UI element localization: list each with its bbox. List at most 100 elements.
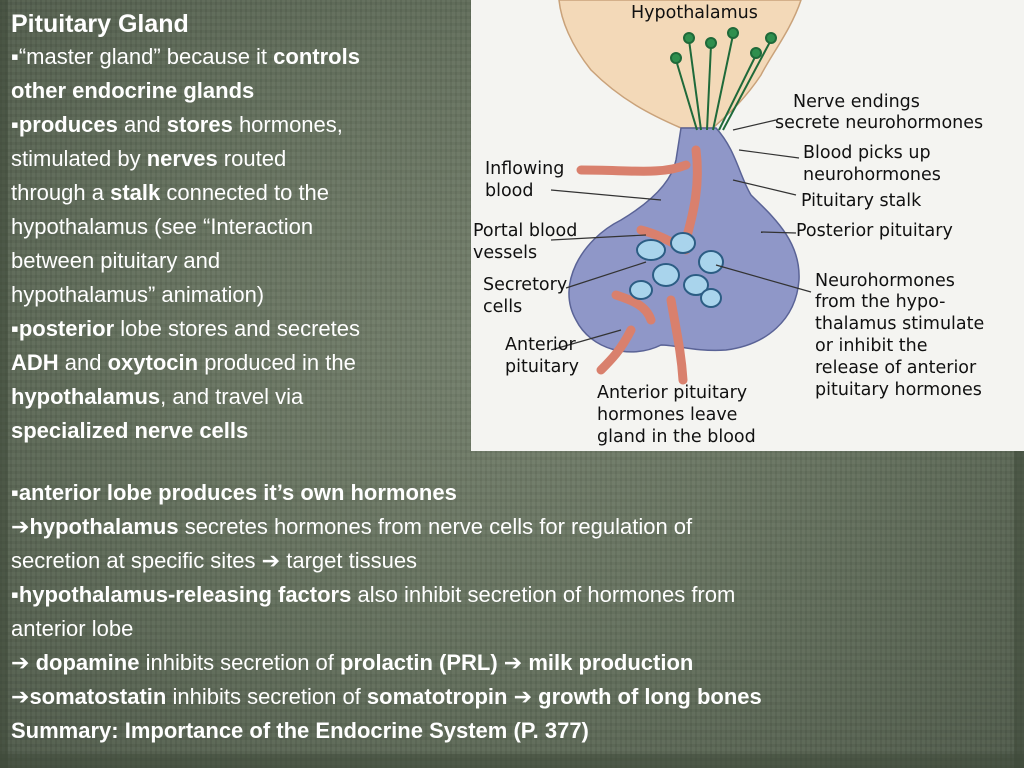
label-hypothalamus: Hypothalamus [631, 3, 758, 23]
text-bold: oxytocin [107, 350, 199, 375]
arrow-icon: ➔ [513, 684, 533, 709]
text-bold: somatostatin [29, 684, 167, 709]
label-inflowing-1: Inflowing [485, 159, 564, 179]
text: secretion at specific sites [11, 548, 262, 573]
arrow-icon: ➔ [261, 548, 281, 573]
text-line: between pituitary and [11, 248, 221, 273]
text-bold: ADH [11, 350, 59, 375]
arrow-hypothalamus: ➔hypothalamus secretes hormones from ner… [11, 510, 1011, 544]
text: and [117, 112, 167, 137]
label-blood-picks-2: neurohormones [803, 165, 941, 185]
label-anterior-2: pituitary [505, 357, 579, 377]
label-nerve-endings-1: Nerve endings [793, 92, 920, 112]
diagram-svg: Hypothalamus Nerve endings secrete neuro… [473, 0, 984, 447]
bullet-posterior: ▪posterior lobe stores and secretes [11, 312, 467, 346]
text-line: ADH and oxytocin produced in the [11, 346, 467, 380]
label-neuro-3: thalamus stimulate [815, 314, 984, 334]
pituitary-diagram: Hypothalamus Nerve endings secrete neuro… [471, 0, 1024, 451]
text: through a [11, 180, 111, 205]
text-bold: stores [166, 112, 233, 137]
text-bold: growth of long bones [532, 684, 762, 709]
bullet-releasing-factors: ▪hypothalamus-releasing factors also inh… [11, 578, 1011, 612]
text-bold: controls [273, 44, 360, 69]
slide-title: Pituitary Gland [11, 10, 189, 38]
label-secretory-2: cells [483, 297, 522, 317]
text: stimulated by [11, 146, 147, 171]
text-bold: dopamine [35, 650, 140, 675]
label-inflowing-2: blood [485, 181, 534, 201]
text-bold: posterior [18, 316, 115, 341]
text-line: hypothalamus” animation) [11, 282, 265, 307]
torn-edge-left [0, 0, 8, 768]
text: secretes hormones from nerve cells for r… [178, 514, 693, 539]
label-neuro-2: from the hypo- [815, 292, 945, 312]
text-line: other endocrine glands [11, 74, 467, 108]
text: routed [217, 146, 287, 171]
text-bold: produces [18, 112, 118, 137]
label-nerve-endings-2: secrete neurohormones [775, 113, 983, 133]
text-line: secretion at specific sites ➔ target tis… [11, 544, 1011, 578]
summary-line: Summary: Importance of the Endocrine Sys… [11, 718, 589, 743]
label-leave-3: gland in the blood [597, 427, 756, 447]
left-text-block: Pituitary Gland ▪“master gland” because … [11, 8, 467, 448]
text-bold: hypothalamus [29, 514, 179, 539]
arrow-icon: ➔ [503, 650, 523, 675]
label-neuro-6: pituitary hormones [815, 380, 982, 400]
text-bold: prolactin (PRL) [340, 650, 504, 675]
arrow-icon: ➔ [11, 650, 30, 675]
text-bold: other endocrine glands [11, 78, 255, 103]
text: lobe stores and secretes [114, 316, 360, 341]
label-anterior-1: Anterior [505, 335, 576, 355]
bullet-anterior-lobe: ▪anterior lobe produces it’s own hormone… [11, 476, 1011, 510]
text-line: hypothalamus, and travel via [11, 380, 467, 414]
neurons-icon [670, 27, 777, 131]
text-line: anterior lobe [11, 616, 134, 641]
text-bold: stalk [110, 180, 161, 205]
text-line: through a stalk connected to the [11, 176, 467, 210]
label-secretory-1: Secretory [483, 275, 567, 295]
label-portal-1: Portal blood [473, 221, 577, 241]
label-leave-2: hormones leave [597, 405, 737, 425]
bullet-produces: ▪produces and stores hormones, [11, 108, 467, 142]
text: inhibits secretion of [166, 684, 367, 709]
label-neuro-1: Neurohormones [815, 271, 955, 291]
bullet-icon: ▪ [11, 316, 19, 341]
bullet-icon: ▪ [11, 480, 19, 505]
text-bold: hypothalamus-releasing factors [18, 582, 352, 607]
label-neuro-5: release of anterior [815, 358, 977, 378]
text-line: specialized nerve cells [11, 414, 467, 448]
text: hormones, [232, 112, 343, 137]
text: and [58, 350, 108, 375]
label-blood-picks-1: Blood picks up [803, 143, 931, 163]
label-stalk: Pituitary stalk [801, 191, 922, 211]
bullet-icon: ▪ [11, 44, 19, 69]
label-portal-2: vessels [473, 243, 537, 263]
label-posterior: Posterior pituitary [796, 221, 953, 241]
text-bold: nerves [146, 146, 218, 171]
arrow-icon: ➔ [11, 684, 30, 709]
pointer-lines [550, 119, 812, 351]
text: connected to the [160, 180, 330, 205]
text-bold: somatotropin [366, 684, 514, 709]
text-bold: specialized nerve cells [11, 418, 249, 443]
bottom-text-block: ▪anterior lobe produces it’s own hormone… [11, 476, 1011, 748]
text-bold: hypothalamus [11, 384, 161, 409]
arrow-dopamine: ➔ dopamine inhibits secretion of prolact… [11, 646, 1011, 680]
text-line: hypothalamus (see “Interaction [11, 214, 314, 239]
text-bold: anterior lobe produces it’s own hormones [18, 480, 457, 505]
label-leave-1: Anterior pituitary [597, 383, 747, 403]
text: inhibits secretion of [139, 650, 341, 675]
text: produced in the [198, 350, 356, 375]
text: target tissues [280, 548, 418, 573]
secretory-cells [629, 232, 724, 308]
text: “master gland” because it [18, 44, 274, 69]
torn-edge-bottom [0, 754, 1024, 768]
text: also inhibit secretion of hormones from [351, 582, 736, 607]
arrow-icon: ➔ [11, 514, 30, 539]
text-line: Summary: Importance of the Endocrine Sys… [11, 714, 1011, 748]
label-neuro-4: or inhibit the [815, 336, 928, 356]
arrow-somatostatin: ➔somatostatin inhibits secretion of soma… [11, 680, 1011, 714]
text-line: stimulated by nerves routed [11, 142, 467, 176]
bullet-icon: ▪ [11, 582, 19, 607]
text-bold: milk production [522, 650, 694, 675]
